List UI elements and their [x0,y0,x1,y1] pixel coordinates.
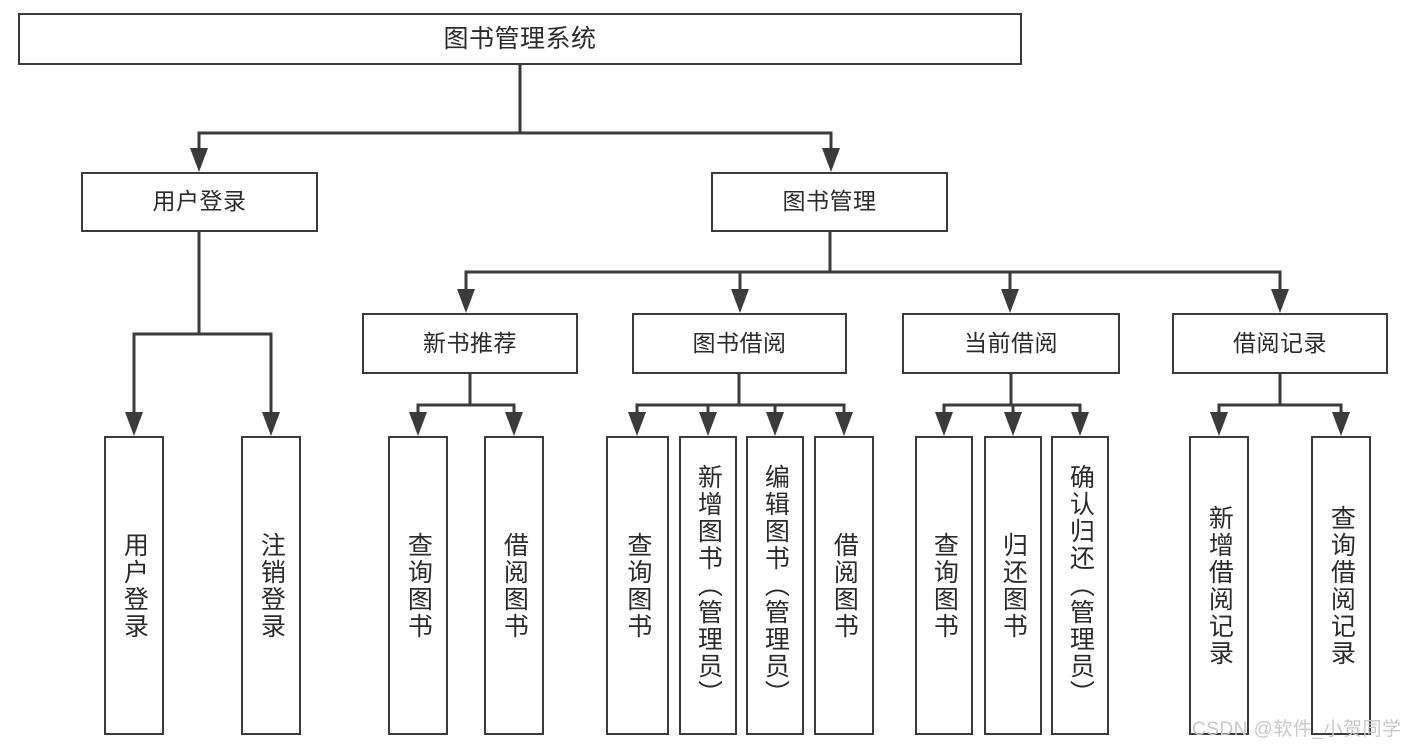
leaf-borrow-add-book-admin-label: 新增图书（管理员） [694,464,723,707]
node-user-login-label: 用户登录 [152,188,247,215]
leaf-new-borrow-book[interactable]: 借阅图书 [484,436,544,735]
arrow-leaf-record-2 [1332,412,1350,436]
arrow-leaf-user-2 [262,412,280,436]
leaf-current-confirm-return-admin-label: 确认归还（管理员） [1066,464,1095,707]
leaf-new-query-book-label: 查询图书 [404,531,433,640]
arrow-leaf-current-1 [935,412,953,436]
node-book-borrow-label: 图书借阅 [692,329,787,356]
leaf-borrow-borrow-book[interactable]: 借阅图书 [814,436,874,735]
leaf-new-borrow-book-label: 借阅图书 [500,531,529,640]
leaf-user-logout-label: 注销登录 [257,531,286,640]
leaf-current-query-book[interactable]: 查询图书 [915,436,973,735]
arrow-to-new-books [457,289,475,313]
node-user-login[interactable]: 用户登录 [81,172,318,232]
node-root-system-label: 图书管理系统 [443,25,597,53]
leaf-borrow-edit-book-admin[interactable]: 编辑图书（管理员） [746,436,804,735]
leaf-borrow-borrow-book-label: 借阅图书 [830,531,859,640]
leaf-borrow-query-book[interactable]: 查询图书 [606,436,669,735]
leaf-user-logout[interactable]: 注销登录 [241,436,301,735]
arrow-leaf-current-2 [1004,412,1022,436]
leaf-record-query-record-label: 查询借阅记录 [1327,504,1356,667]
arrow-to-book-borrow [731,289,749,313]
leaf-current-return-book[interactable]: 归还图书 [984,436,1042,735]
arrow-leaf-borrow-1 [628,412,646,436]
node-book-management[interactable]: 图书管理 [711,172,948,232]
node-borrow-record-label: 借阅记录 [1233,329,1327,356]
leaf-record-add-record[interactable]: 新增借阅记录 [1189,436,1249,735]
arrow-to-book-mgmt [822,148,840,172]
leaf-borrow-query-book-label: 查询图书 [623,531,652,640]
arrow-leaf-new-2 [505,412,523,436]
leaf-current-confirm-return-admin[interactable]: 确认归还（管理员） [1051,436,1109,735]
leaf-record-add-record-label: 新增借阅记录 [1205,504,1234,667]
arrow-leaf-borrow-3 [766,412,784,436]
arrow-to-user-login [190,148,208,172]
leaf-user-login[interactable]: 用户登录 [104,436,164,735]
leaf-user-login-label: 用户登录 [120,531,149,640]
node-borrow-record[interactable]: 借阅记录 [1172,313,1388,374]
node-new-book-recommend-label: 新书推荐 [423,329,517,356]
node-book-management-label: 图书管理 [782,188,877,215]
arrow-leaf-new-1 [409,412,427,436]
node-current-borrow-label: 当前借阅 [964,329,1058,356]
node-current-borrow[interactable]: 当前借阅 [902,313,1120,374]
node-book-borrow[interactable]: 图书借阅 [632,313,847,374]
leaf-current-return-book-label: 归还图书 [999,531,1028,640]
leaf-borrow-edit-book-admin-label: 编辑图书（管理员） [761,464,790,707]
node-root-system[interactable]: 图书管理系统 [18,13,1022,65]
arrow-leaf-borrow-2 [699,412,717,436]
arrow-leaf-borrow-4 [835,412,853,436]
leaf-borrow-add-book-admin[interactable]: 新增图书（管理员） [679,436,737,735]
watermark: CSDN @软件_小贺同学 [1192,719,1402,740]
leaf-record-query-record[interactable]: 查询借阅记录 [1311,436,1371,735]
node-new-book-recommend[interactable]: 新书推荐 [362,313,578,374]
arrow-leaf-user-1 [125,412,143,436]
arrow-leaf-record-1 [1210,412,1228,436]
arrow-to-current-borrow [1001,289,1019,313]
arrow-to-borrow-record [1271,289,1289,313]
leaf-new-query-book[interactable]: 查询图书 [388,436,448,735]
leaf-current-query-book-label: 查询图书 [930,531,959,640]
arrow-leaf-current-3 [1071,412,1089,436]
